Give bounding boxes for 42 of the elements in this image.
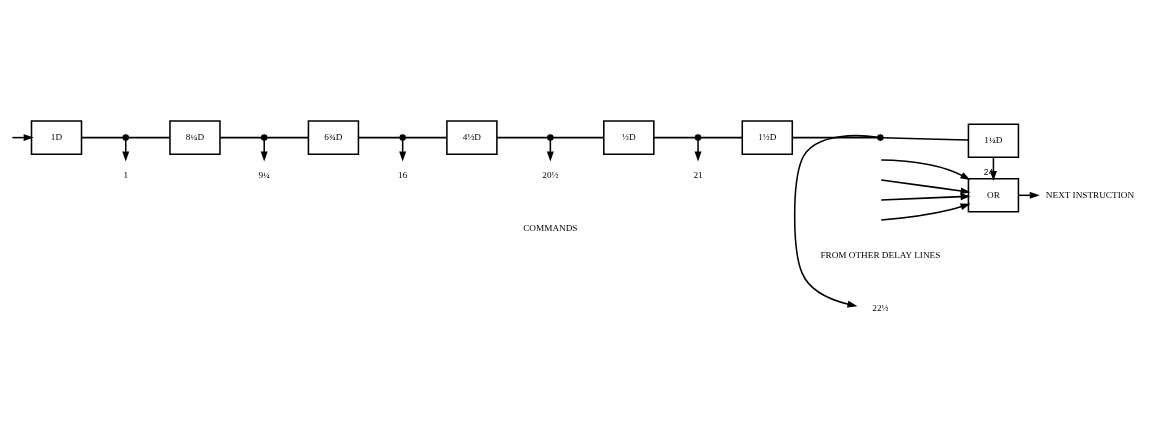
node-circle	[694, 134, 702, 141]
node-box: 8¼D	[169, 120, 221, 155]
arrow	[260, 139, 268, 162]
connector	[496, 136, 549, 139]
label: FROM OTHER DELAY LINES	[820, 250, 941, 261]
node-box: 4½D	[446, 120, 498, 155]
node-text: 21	[693, 170, 703, 181]
node-text: 9¼	[258, 170, 270, 181]
connector	[882, 136, 969, 141]
arrow	[880, 159, 971, 181]
node-text: NEXT INSTRUCTION	[1045, 189, 1135, 200]
arrow	[122, 139, 130, 162]
node-box: OR	[967, 178, 1020, 213]
node-text: 16	[398, 170, 408, 181]
node-box: 1½D	[741, 120, 794, 155]
connector	[219, 136, 263, 139]
connector	[404, 136, 448, 139]
arrow	[793, 134, 879, 308]
connector	[653, 136, 697, 139]
node-text: 22½	[872, 302, 889, 313]
node-box: 1¼D	[967, 123, 1020, 158]
arrow	[880, 179, 971, 201]
node-circle	[399, 134, 406, 141]
connector	[552, 136, 605, 139]
node-box: 1D	[30, 120, 83, 155]
arrow	[880, 187, 971, 201]
node-box: 6¾D	[307, 120, 360, 155]
node-text: 1	[123, 170, 129, 181]
node-box: ½D	[603, 120, 655, 155]
node-circle	[260, 134, 268, 141]
node-circle	[877, 134, 884, 141]
connector	[700, 136, 743, 139]
connector	[127, 136, 171, 139]
arrow	[880, 203, 971, 221]
connector	[80, 136, 124, 139]
connector	[357, 136, 401, 139]
label: COMMANDS	[523, 222, 578, 233]
node-text: 20½	[542, 170, 559, 181]
node-circle	[122, 134, 129, 141]
connector	[266, 136, 309, 139]
arrow	[694, 139, 702, 162]
node-circle	[547, 134, 554, 141]
